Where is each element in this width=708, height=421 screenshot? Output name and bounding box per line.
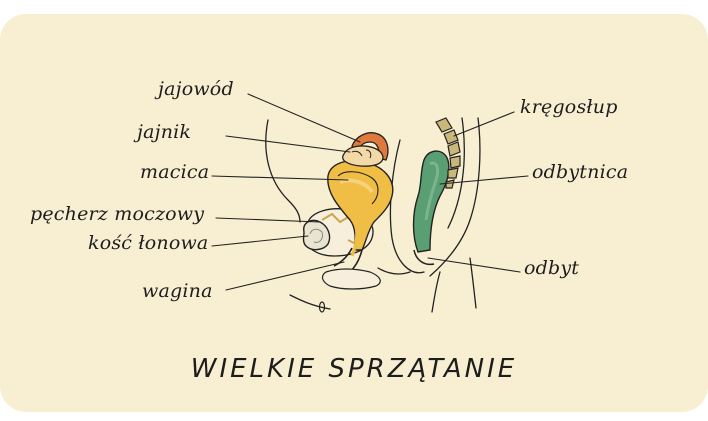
label-kregoslup: kręgosłup [520, 98, 618, 117]
label-jajowod: jajowód [158, 80, 234, 99]
label-jajnik: jajnik [137, 123, 191, 142]
body-outline-left [266, 120, 300, 222]
label-macica: macica [140, 163, 209, 182]
perineum-line [378, 268, 410, 274]
label-kosc-lonowa: kość łonowa [88, 234, 208, 253]
thigh-outline-right [432, 272, 440, 312]
anus-shape [414, 250, 434, 264]
pointer-kosc [212, 236, 308, 246]
pointer-jajowod [248, 94, 360, 142]
label-pecherz-moczowy: pęcherz moczowy [30, 205, 204, 224]
label-wagina: wagina [142, 282, 213, 301]
diagram-title: WIELKIE SPRZĄTANIE [0, 356, 708, 382]
vulva-shape [323, 269, 381, 289]
ovary-shape [343, 146, 383, 166]
label-odbyt: odbyt [524, 259, 579, 278]
pointer-jajnik [226, 136, 350, 152]
pointer-pecherz [216, 218, 320, 222]
label-odbytnica: odbytnica [532, 163, 628, 182]
